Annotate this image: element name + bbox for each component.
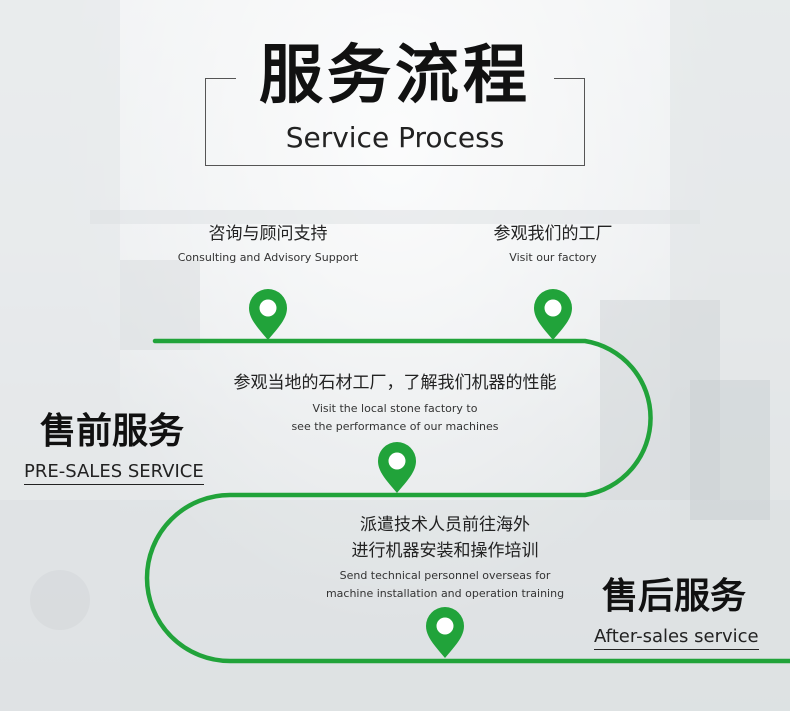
step-4-title-line-2: 进行机器安装和操作培训 xyxy=(351,541,539,561)
after-sales-title: 售后服务 xyxy=(602,576,747,617)
location-pin-icon xyxy=(534,289,572,340)
step-1-subtitle: Consulting and Advisory Support xyxy=(177,251,359,264)
process-path-line xyxy=(144,338,790,664)
step-1-title: 咨询与顾问支持 xyxy=(208,224,328,244)
step-3-subtitle-line-1: Visit the local stone factory to xyxy=(312,402,478,415)
pre-sales-subtitle: PRE-SALES SERVICE xyxy=(24,461,204,485)
location-pin-icon xyxy=(426,607,464,658)
step-2-title: 参观我们的工厂 xyxy=(493,224,613,244)
step-3-title: 参观当地的石材工厂，了解我们机器的性能 xyxy=(233,373,557,393)
step-3-subtitle-line-2: see the performance of our machines xyxy=(291,420,499,433)
step-4-title-line-1: 派遣技术人员前往海外 xyxy=(360,515,530,535)
step-4-subtitle-line-1: Send technical personnel overseas for xyxy=(339,569,551,582)
location-pin-icon xyxy=(249,289,287,340)
title-frame xyxy=(205,78,585,166)
page-subtitle: Service Process xyxy=(285,121,505,154)
step-2-subtitle: Visit our factory xyxy=(509,251,597,264)
after-sales-subtitle: After-sales service xyxy=(594,626,759,650)
step-4-subtitle-line-2: machine installation and operation train… xyxy=(325,587,565,600)
page-title: 服务流程 xyxy=(259,39,531,113)
pre-sales-title: 售前服务 xyxy=(40,411,185,452)
location-pin-icon xyxy=(378,442,416,493)
